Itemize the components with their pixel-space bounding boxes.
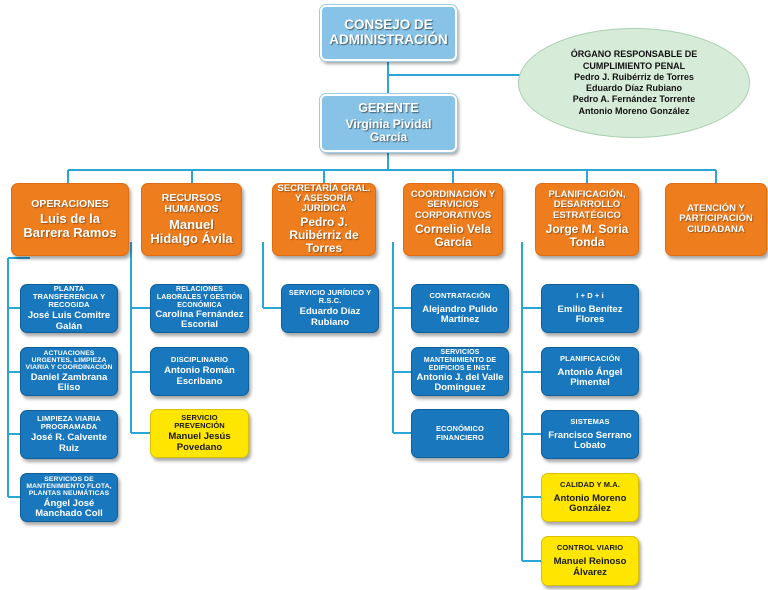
unit-head: Antonio Ángel Pimentel — [557, 366, 623, 389]
unit-head: Eduardo Díaz Rubiano — [299, 306, 361, 328]
unit-head: Manuel Jesús Povedano — [168, 431, 231, 453]
unit-servicio-prevencion: SERVICIO PREVENCIÓN Manuel Jesús Povedan… — [150, 409, 249, 458]
unit-title: SERVICIOS MANTENIMIENTO DE EDIFICIOS E I… — [423, 349, 497, 372]
department-head: Manuel Hidalgo Ávila — [150, 216, 233, 246]
unit-planta-transferencia: PLANTA TRANSFERENCIA Y RECOGIDA José Lui… — [20, 284, 118, 333]
department-atencion: ATENCIÓN Y PARTICIPACIÓN CIUDADANA — [665, 183, 767, 256]
compliance-title-1: ÓRGANO RESPONSABLE DE — [570, 49, 698, 60]
unit-head: Manuel Reinoso Álvarez — [553, 556, 627, 578]
unit-title: SERVICIO JURÍDICO Y R.S.C. — [288, 288, 372, 306]
unit-title: ECONÓMICO FINANCIERO — [436, 424, 484, 442]
manager-box: GERENTE Virginia Pividal García — [319, 93, 458, 153]
unit-title: SISTEMAS — [570, 416, 610, 426]
board-line-2: ADMINISTRACIÓN — [329, 32, 448, 47]
unit-servicio-juridico: SERVICIO JURÍDICO Y R.S.C. Eduardo Díaz … — [281, 284, 379, 333]
compliance-member: Eduardo Díaz Rubiano — [585, 83, 682, 93]
department-title: RECURSOS HUMANOS — [161, 192, 222, 216]
compliance-member: Pedro A. Fernández Torrente — [572, 94, 696, 105]
unit-limpieza-programada: LIMPIEZA VIARIA PROGRAMADA José R. Calve… — [20, 410, 118, 459]
unit-title: PLANTA TRANSFERENCIA Y RECOGIDA — [32, 284, 106, 310]
department-head: Luis de la Barrera Ramos — [23, 211, 117, 241]
unit-mantenimiento-edificios: SERVICIOS MANTENIMIENTO DE EDIFICIOS E I… — [411, 347, 509, 396]
department-planificacion: PLANIFICACIÓN, DESARROLLO ESTRATÉGICO Jo… — [535, 183, 639, 256]
department-head: Pedro J. Ruibérriz de Torres — [289, 215, 359, 256]
department-head: Cornelio Vela García — [414, 221, 492, 249]
department-secretaria: SECRETARÍA GRAL. Y ASESORÍA JURÍDICA Ped… — [272, 183, 376, 256]
department-recursos-humanos: RECURSOS HUMANOS Manuel Hidalgo Ávila — [141, 183, 242, 256]
compliance-body: ÓRGANO RESPONSABLE DE CUMPLIMIENTO PENAL… — [518, 28, 750, 138]
unit-head: Emilio Benítez Flores — [557, 303, 623, 326]
unit-title: PLANIFICACIÓN — [559, 353, 621, 363]
department-head: Jorge M. Soria Tonda — [545, 221, 629, 249]
department-operaciones: OPERACIONES Luis de la Barrera Ramos — [11, 183, 129, 256]
unit-mantenimiento-flota: SERVICIOS DE MANTENIMIENTO FLOTA, PLANTA… — [20, 473, 118, 522]
unit-title: SERVICIO PREVENCIÓN — [174, 413, 225, 431]
department-coordinacion: COORDINACIÓN Y SERVICIOS CORPORATIVOS Co… — [403, 183, 503, 256]
manager-name: Virginia Pividal García — [345, 116, 432, 144]
unit-head: Ángel José Manchado Coll — [35, 497, 103, 519]
unit-head: Antonio Román Escribano — [164, 365, 235, 387]
department-title: COORDINACIÓN Y SERVICIOS CORPORATIVOS — [410, 189, 496, 221]
unit-title: DISCIPLINARIO — [170, 355, 229, 365]
unit-title: LIMPIEZA VIARIA PROGRAMADA — [37, 414, 101, 432]
board-box: CONSEJO DE ADMINISTRACIÓN — [319, 4, 458, 62]
manager-title: GERENTE — [358, 101, 419, 116]
compliance-title-2: CUMPLIMIENTO PENAL — [582, 60, 686, 71]
unit-head: Carolina Fernández Escorial — [155, 309, 244, 331]
unit-head: Alejandro Pulido Martínez — [422, 303, 498, 326]
department-title: ATENCIÓN Y PARTICIPACIÓN CIUDADANA — [679, 203, 753, 235]
unit-title: ACTUACIONES URGENTES, LIMPIEZA VIARIA Y … — [25, 349, 113, 372]
unit-actuaciones-urgentes: ACTUACIONES URGENTES, LIMPIEZA VIARIA Y … — [20, 347, 118, 396]
unit-planificacion: PLANIFICACIÓN Antonio Ángel Pimentel — [541, 347, 639, 396]
unit-title: RELACIONES LABORALES Y GESTIÓN ECONÓMICA — [156, 286, 243, 309]
unit-title: CALIDAD Y M.A. — [560, 479, 620, 489]
unit-head: Francisco Serrano Lobato — [548, 429, 632, 452]
department-title: SECRETARÍA GRAL. Y ASESORÍA JURÍDICA — [277, 182, 371, 215]
unit-i-d-i: I + D + i Emilio Benítez Flores — [541, 284, 639, 333]
department-title: OPERACIONES — [31, 197, 109, 210]
department-title: PLANIFICACIÓN, DESARROLLO ESTRATÉGICO — [548, 189, 626, 221]
unit-title: CONTROL VIARIO — [556, 543, 624, 553]
unit-title: SERVICIOS DE MANTENIMIENTO FLOTA, PLANTA… — [26, 475, 112, 498]
unit-contratacion: CONTRATACIÓN Alejandro Pulido Martínez — [411, 284, 509, 333]
unit-disciplinario: DISCIPLINARIO Antonio Román Escribano — [150, 347, 249, 396]
compliance-member: Antonio Moreno González — [578, 105, 690, 116]
unit-title: I + D + i — [576, 290, 604, 300]
unit-head: Antonio Moreno González — [553, 492, 627, 515]
unit-title: CONTRATACIÓN — [429, 290, 491, 300]
unit-head: Daniel Zambrana Eliso — [30, 371, 108, 393]
unit-control-viario: CONTROL VIARIO Manuel Reinoso Álvarez — [541, 536, 639, 586]
unit-relaciones-laborales: RELACIONES LABORALES Y GESTIÓN ECONÓMICA… — [150, 284, 249, 333]
unit-sistemas: SISTEMAS Francisco Serrano Lobato — [541, 410, 639, 459]
unit-head: Antonio J. del Valle Domínguez — [416, 372, 504, 394]
unit-head: José R. Calvente Ruiz — [30, 432, 108, 454]
unit-calidad: CALIDAD Y M.A. Antonio Moreno González — [541, 473, 639, 522]
compliance-member: Pedro J. Ruibérriz de Torres — [574, 71, 694, 82]
board-line-1: CONSEJO DE — [344, 17, 433, 33]
unit-head: José Luis Comitre Galán — [27, 310, 111, 332]
unit-economico-financiero: ECONÓMICO FINANCIERO — [411, 409, 509, 458]
